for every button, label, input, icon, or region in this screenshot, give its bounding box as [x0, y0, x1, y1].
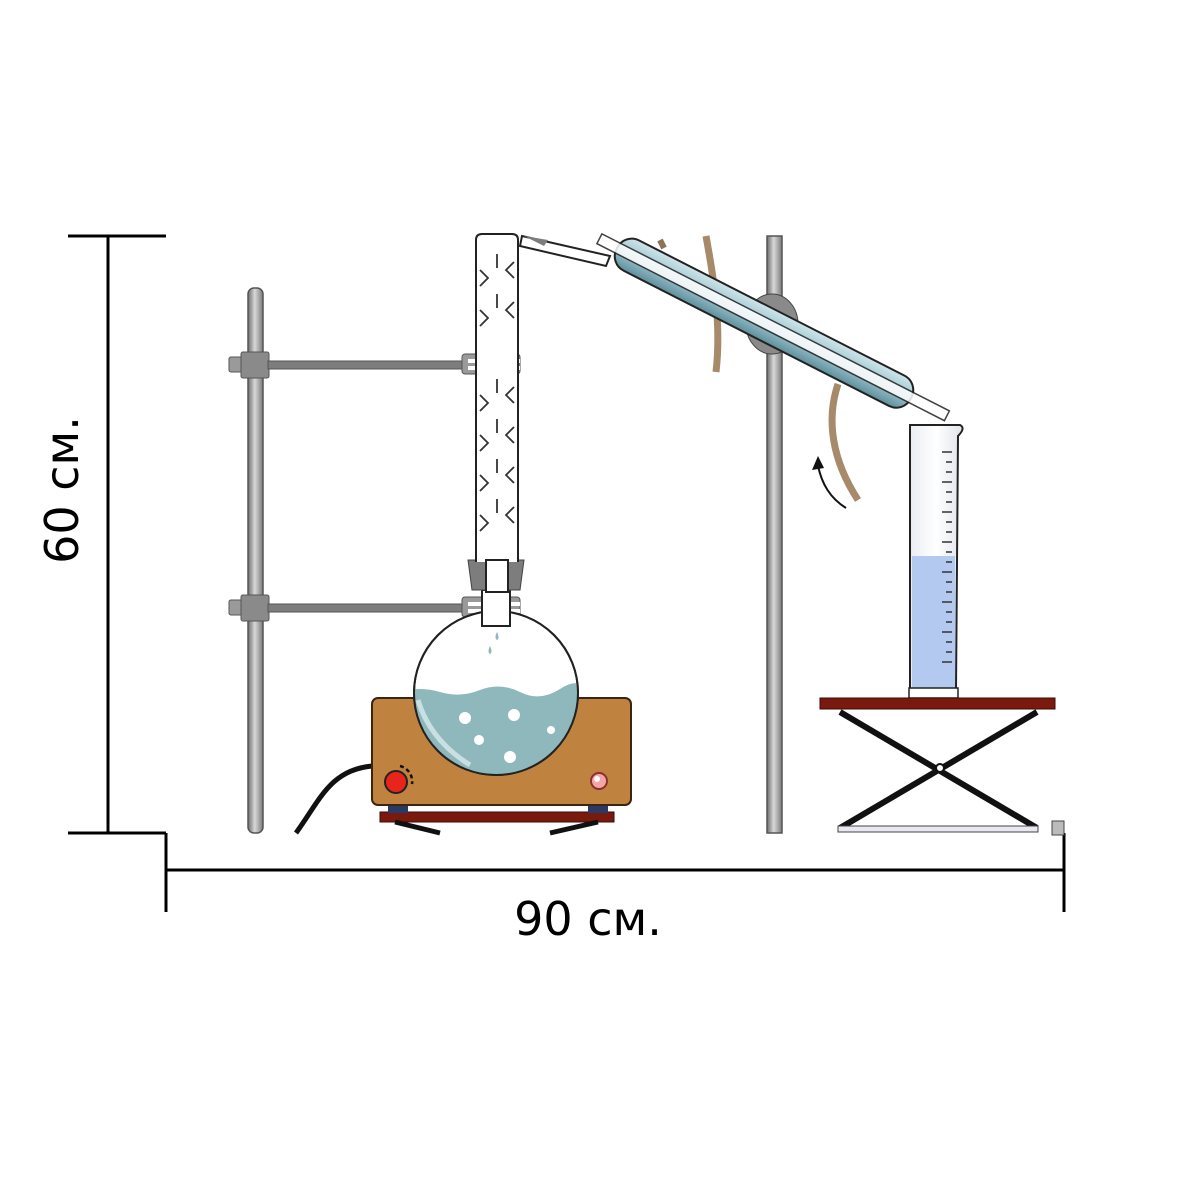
width-dimension: 90 см. — [164, 833, 1066, 946]
width-dim-label: 90 см. — [514, 892, 662, 946]
flow-arrow-icon — [812, 456, 847, 509]
cylinder-graduations — [942, 451, 952, 663]
height-dimension: 60 см. — [35, 234, 166, 835]
vigreux-column — [475, 233, 612, 593]
boiling-bubbles — [459, 709, 555, 763]
water-outlet-tube — [828, 382, 861, 502]
column-indentations — [479, 254, 515, 532]
graduated-cylinder — [908, 424, 964, 699]
lab-jack — [819, 697, 1065, 836]
lab-jack-top-plate — [819, 697, 1056, 710]
right-stand-rod — [766, 235, 783, 834]
lab-jack-plate-left — [379, 811, 615, 823]
power-cord — [293, 763, 373, 835]
liebig-condenser — [595, 232, 951, 509]
lab-jack-screw-knob[interactable] — [1051, 820, 1065, 836]
heat-knob-icon[interactable] — [384, 770, 408, 794]
height-dim-label: 60 см. — [35, 416, 89, 564]
left-stand-rod — [247, 287, 264, 834]
